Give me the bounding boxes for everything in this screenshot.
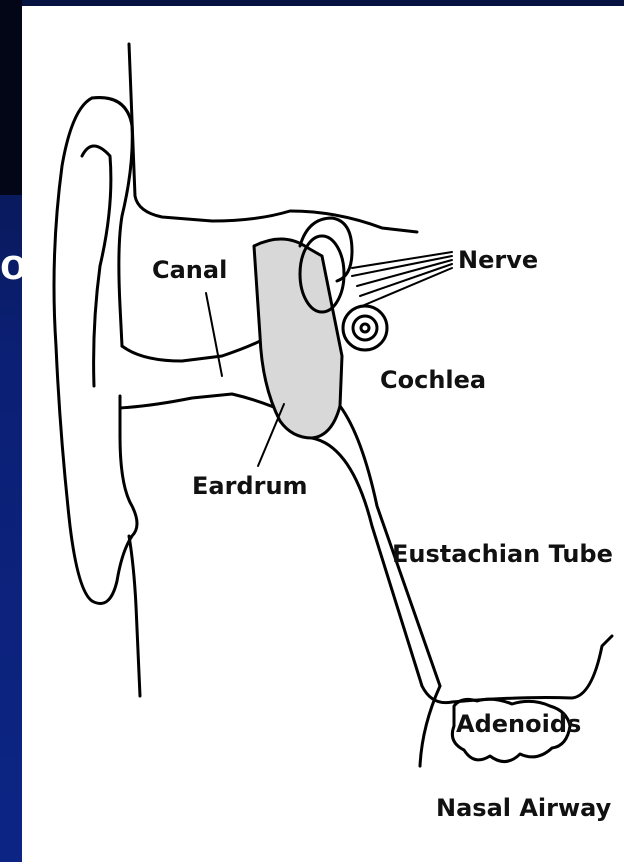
pinna-helix	[82, 146, 111, 386]
canal-pointer	[206, 293, 222, 376]
canal-upper-wall	[122, 336, 270, 361]
label-eardrum: Eardrum	[192, 472, 308, 500]
pinna-inner	[92, 98, 132, 346]
cochlea-spiral-outer	[343, 306, 387, 350]
label-adenoids: Adenoids	[456, 710, 581, 738]
cochlea-spiral-inner	[353, 316, 377, 340]
slide-header-band	[0, 0, 22, 195]
ear-anatomy-diagram: Canal Nerve Cochlea Eardrum Eustachian T…	[22, 6, 624, 862]
cochlea-spiral-core	[361, 324, 369, 332]
label-eustachian-tube: Eustachian Tube	[392, 540, 613, 568]
head-outline-lower	[129, 536, 140, 696]
head-outline	[129, 44, 417, 232]
pinna-outline	[54, 98, 137, 604]
ear-diagram-image: Canal Nerve Cochlea Eardrum Eustachian T…	[22, 6, 624, 862]
middle-ear-outline	[254, 239, 342, 438]
canal-lower-wall	[120, 394, 290, 414]
label-cochlea: Cochlea	[380, 366, 486, 394]
label-nasal-airway: Nasal Airway	[436, 794, 612, 822]
nerve-bundle	[352, 252, 452, 306]
label-nerve: Nerve	[458, 246, 538, 274]
label-canal: Canal	[152, 256, 227, 284]
nasal-airway-wall	[422, 636, 612, 703]
eardrum-pointer	[258, 404, 284, 466]
